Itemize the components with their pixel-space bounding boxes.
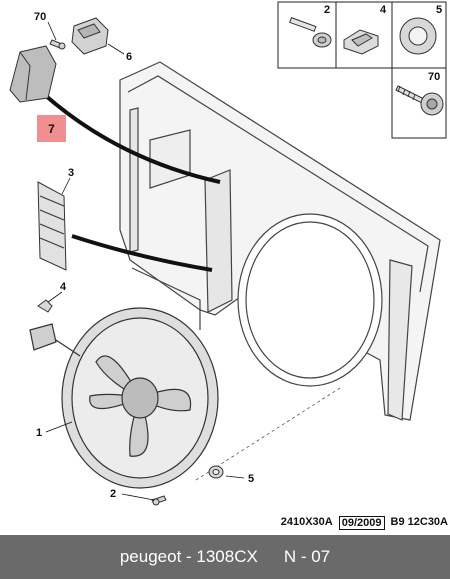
callout-7: 7 (48, 121, 55, 136)
bolt-small-part (151, 495, 167, 506)
diagram-reference-codes: 2410X30A 09/2009 B9 12C30A (230, 516, 448, 530)
inset-label-4: 4 (380, 4, 387, 16)
callout-2: 2 (110, 488, 116, 500)
model-code: B9 12C30A (390, 516, 448, 528)
leader-lines (44, 94, 221, 272)
parts-inset (277, 1, 447, 139)
washer-small-part (208, 465, 224, 479)
callout-1: 1 (36, 427, 42, 439)
inset-label-70: 70 (428, 71, 440, 83)
bolt-part-icon (289, 17, 332, 48)
clip-nut-part-icon (343, 29, 379, 55)
inset-label-2: 2 (324, 4, 330, 16)
callout-6: 6 (126, 51, 132, 63)
callout-5: 5 (248, 473, 254, 485)
small-screw-part (49, 39, 66, 50)
exploded-parts-diagram: 70 6 3 4 1 2 5 2 4 5 70 (9, 1, 447, 506)
fan-shroud-frame (119, 61, 441, 421)
resistor-bracket-part (37, 181, 67, 271)
screw-part-icon (395, 85, 444, 116)
callout-70-top: 70 (34, 11, 46, 23)
callout-3: 3 (68, 167, 74, 179)
brand-part-number: peugeot - 1308CX (119, 547, 258, 566)
page-reference: N - 07 (283, 547, 331, 566)
callout-lines (45, 21, 245, 501)
reference-code: 2410X30A (280, 516, 333, 528)
clip-part (37, 299, 53, 313)
washer-part-icon (399, 17, 437, 55)
reference-date: 09/2009 (338, 516, 385, 530)
footer-bar: peugeot - 1308CX N - 07 (0, 535, 450, 579)
inset-label-5: 5 (436, 4, 442, 16)
fan-assembly-part (29, 307, 219, 489)
assembly-axis (195, 387, 341, 481)
callout-4: 4 (60, 281, 67, 293)
control-module-part (9, 45, 57, 103)
highlighted-part-7-callout: 7 (37, 115, 66, 142)
connector-part (71, 17, 109, 55)
